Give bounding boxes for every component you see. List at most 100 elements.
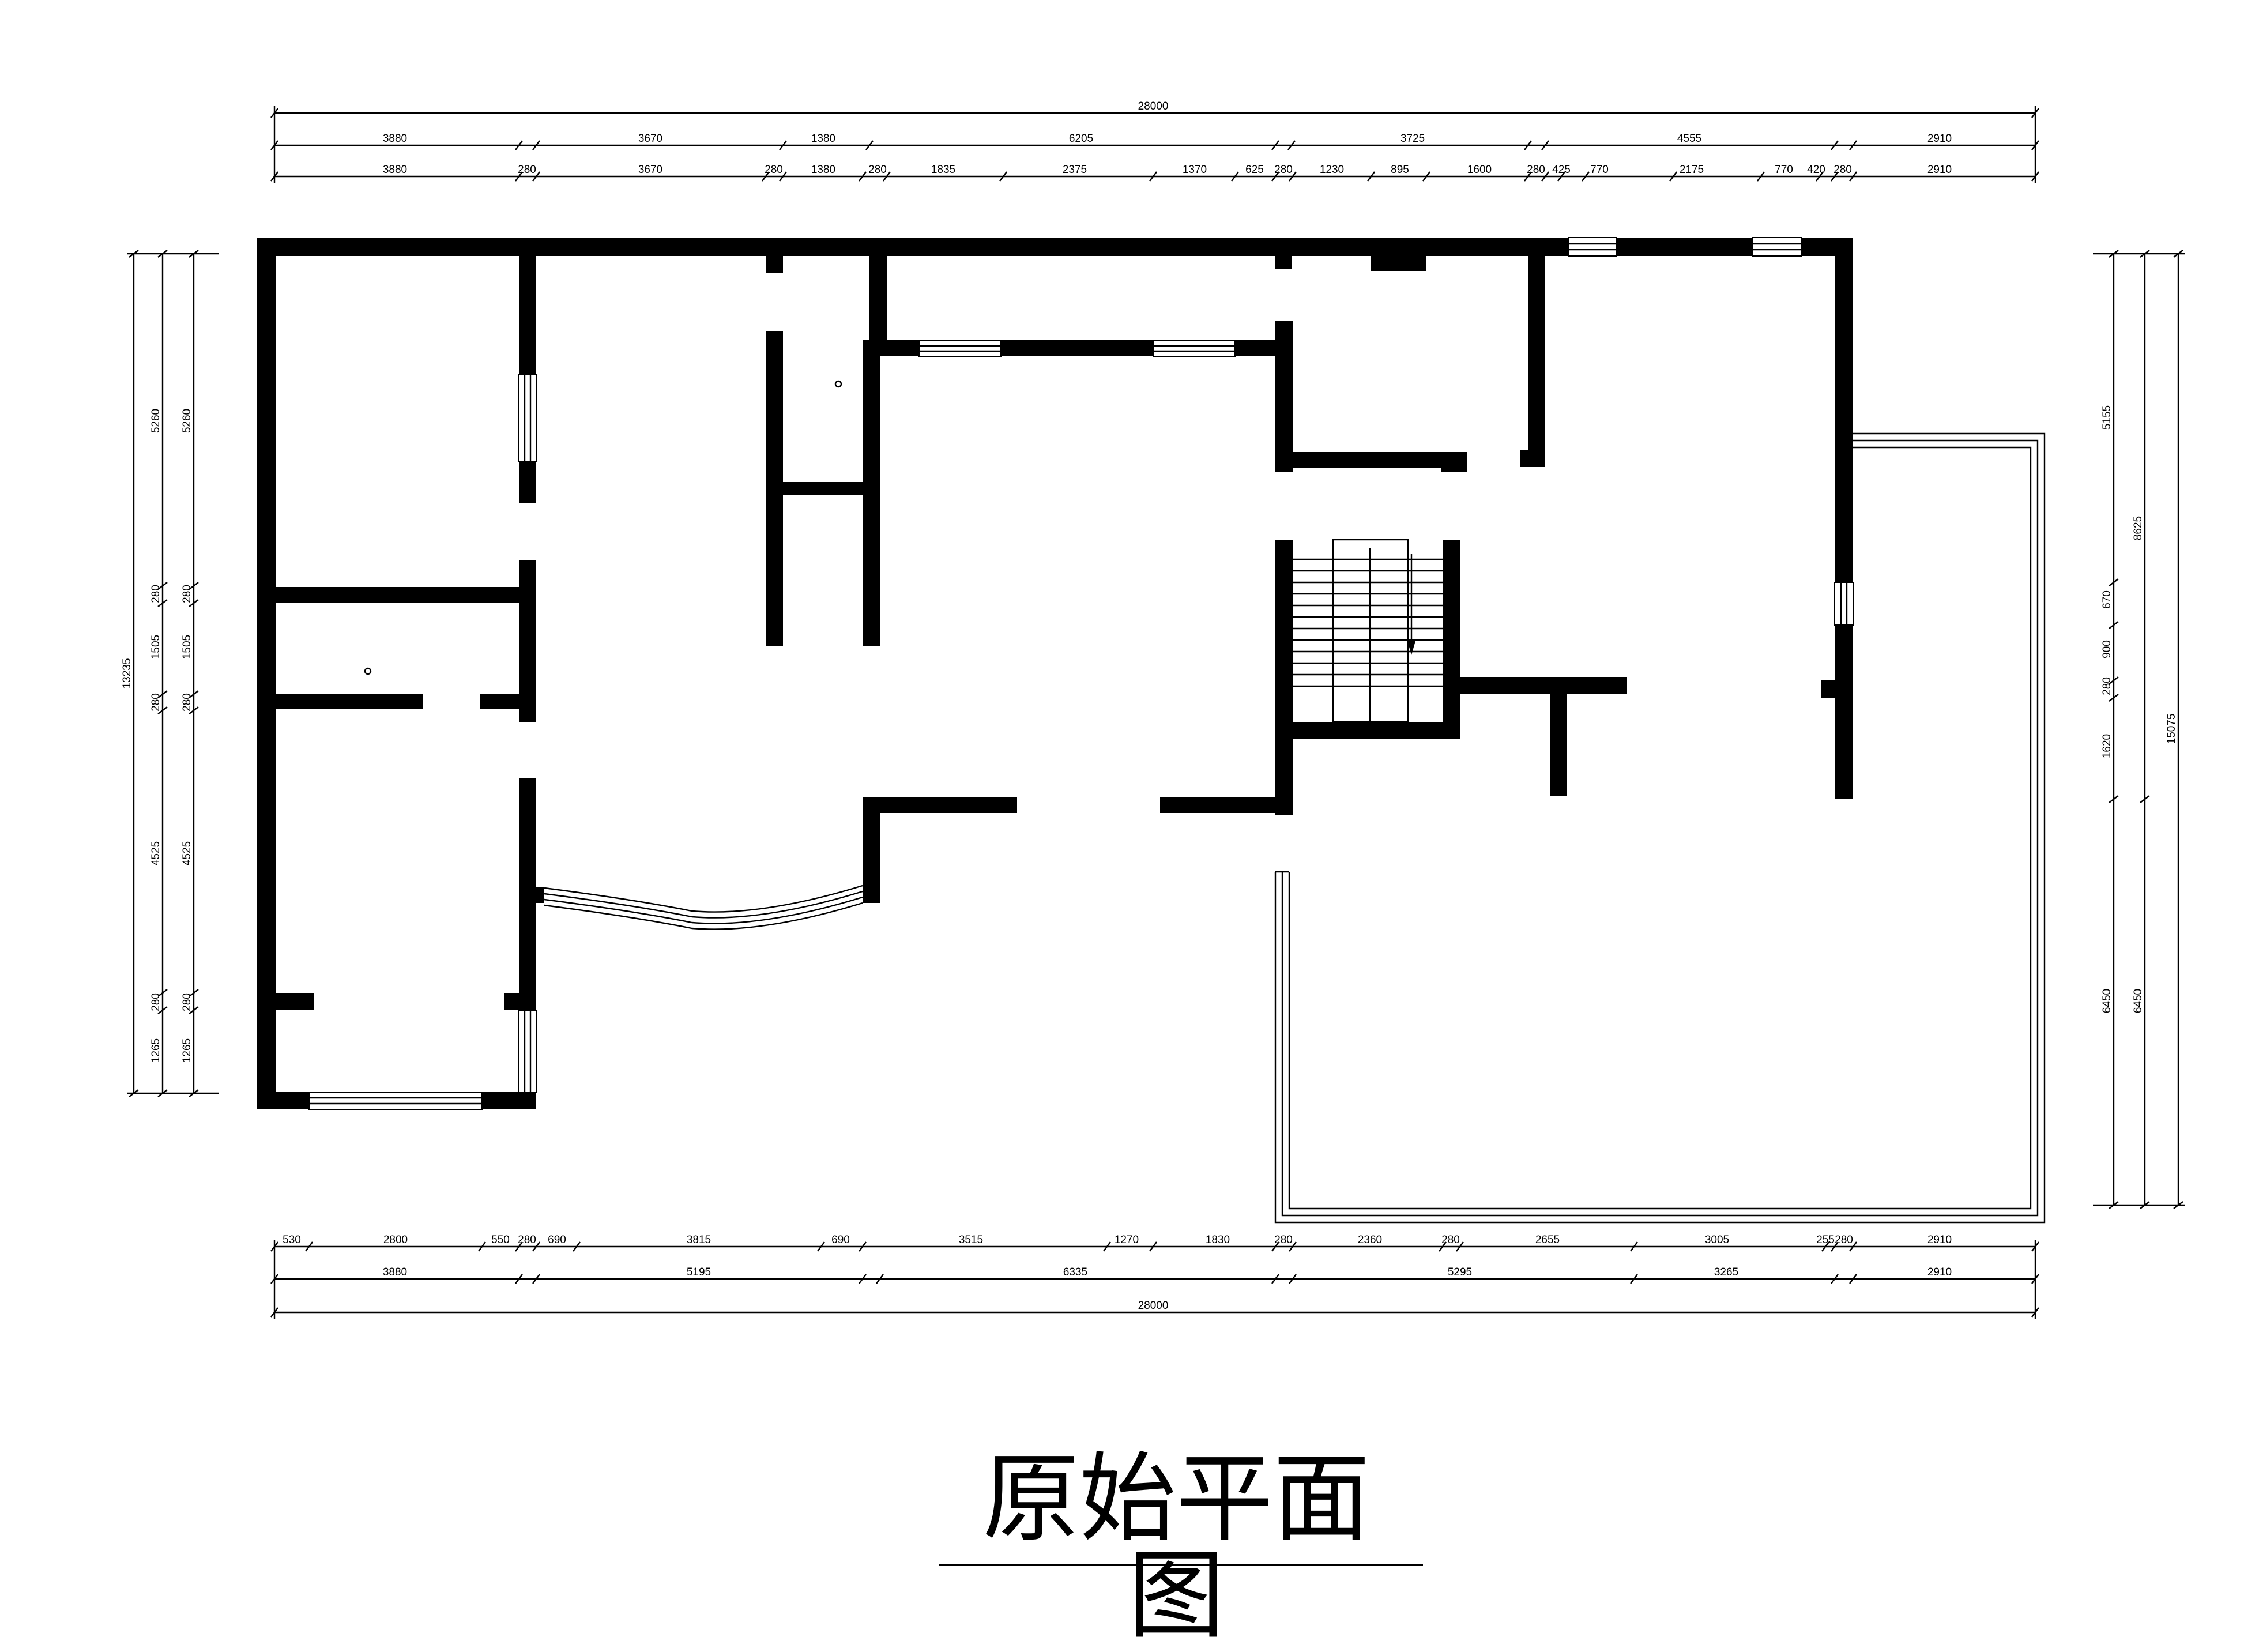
wall-living-a [863, 797, 1017, 813]
wall-stair-bottom [1292, 722, 1460, 739]
dimension-tick [999, 171, 1007, 182]
dimension-tick [1849, 1274, 1857, 1284]
dimension-tick [515, 1241, 523, 1252]
dim-right-mid: 6450 [2132, 989, 2144, 1013]
window-top-right-a [1568, 237, 1617, 257]
window-v1 [518, 374, 537, 462]
dim-left-inner: 5260 [181, 409, 193, 433]
wall-right-stub [1821, 680, 1844, 698]
dim-right-inner: 5155 [2101, 405, 2113, 430]
dim-left-mid: 280 [150, 693, 162, 712]
dimension-tick [2140, 1201, 2150, 1209]
dim-right-inner: 280 [2101, 677, 2113, 695]
dim-bottom-r1: 690 [548, 1234, 566, 1246]
dimension-tick [515, 140, 523, 150]
dim-left-inner: 280 [181, 585, 193, 603]
dimension-tick [2031, 108, 2039, 118]
dimension-tick [532, 140, 540, 150]
dimension-tick [1439, 1241, 1447, 1252]
dimension-tick [1289, 1241, 1297, 1252]
wall-bath-bottom-b [480, 694, 520, 709]
dimension-lines [127, 106, 2185, 1319]
dimension-tick [1849, 140, 1857, 150]
dim-left-mid: 1505 [150, 635, 162, 659]
dimension-tick [270, 1241, 278, 1252]
dimension-tick [270, 171, 278, 182]
dim-top-r1: 1380 [811, 133, 835, 145]
dimension-tick [1831, 171, 1839, 182]
wall-v1-low [519, 560, 536, 722]
dimension-tick [1831, 140, 1839, 150]
terrace-outline [1274, 432, 2046, 1224]
wall-v4 [1528, 256, 1545, 456]
dimension-tick [515, 171, 523, 182]
dim-top-r2: 425 [1552, 164, 1571, 176]
dim-top-r2: 3880 [383, 164, 407, 176]
wall-v1-bottom [519, 778, 536, 998]
dim-top-r2: 2375 [1063, 164, 1087, 176]
dimension-tick [859, 1274, 867, 1284]
dimension-tick [157, 250, 168, 258]
dimension-tick [1630, 1274, 1638, 1284]
dimension-tick [1456, 1241, 1464, 1252]
dimension-tick [1271, 1241, 1279, 1252]
dim-bottom-r1: 550 [491, 1234, 510, 1246]
dim-bottom-r2: 3265 [1714, 1266, 1738, 1278]
dim-bottom-r1: 280 [1441, 1234, 1460, 1246]
floor-drain-icon [834, 380, 842, 388]
dim-bottom-r1: 690 [831, 1234, 850, 1246]
dim-bottom-r2: 3880 [383, 1266, 407, 1278]
wall-stair-right [1443, 540, 1460, 739]
wall-h-kitchen [1275, 452, 1466, 468]
dimension-tick [1524, 171, 1532, 182]
dim-bottom-overall: 28000 [1138, 1300, 1169, 1312]
dimension-tick [2031, 1241, 2039, 1252]
dim-bottom-r2: 5295 [1448, 1266, 1472, 1278]
dimension-tick [1231, 171, 1239, 182]
dim-left-inner: 4525 [181, 841, 193, 865]
dim-top-r2: 2175 [1680, 164, 1704, 176]
dimension-tick [1289, 1274, 1297, 1284]
dimension-tick [189, 250, 199, 258]
dim-top-r2: 1835 [931, 164, 955, 176]
dim-bottom-r1: 1830 [1206, 1234, 1230, 1246]
dimension-tick [779, 140, 787, 150]
dimension-tick [865, 140, 874, 150]
dimension-tick [270, 140, 278, 150]
dim-left-mid: 5260 [150, 409, 162, 433]
dimension-tick [1271, 1274, 1279, 1284]
dimension-tick [2109, 250, 2119, 258]
dim-top-r2: 1600 [1467, 164, 1492, 176]
dimension-tick [573, 1241, 581, 1252]
dimension-tick [1630, 1241, 1638, 1252]
dimension-tick [270, 108, 278, 118]
dimension-tick [1582, 171, 1590, 182]
dimension-tick [1103, 1241, 1111, 1252]
dim-right-inner: 6450 [2101, 989, 2113, 1013]
dim-bottom-r1: 280 [1835, 1234, 1853, 1246]
drawing-title: 原始平面图 [982, 1442, 1370, 1652]
dimension-tick [157, 599, 168, 607]
dim-top-r2: 1380 [811, 164, 835, 176]
dim-top-r1: 2910 [1927, 133, 1952, 145]
dim-left-mid: 280 [150, 993, 162, 1011]
stair-arrow-head-icon [1407, 639, 1416, 655]
windows [308, 237, 1854, 1110]
wall-bottom-left-b [482, 1092, 536, 1109]
dim-top-r2: 770 [1775, 164, 1793, 176]
dimension-tick [2140, 250, 2150, 258]
window-left-room-side [518, 1010, 537, 1093]
dimension-tick [270, 1274, 278, 1284]
dim-left-inner: 280 [181, 993, 193, 1011]
dimension-tick [515, 1274, 523, 1284]
dimension-tick [1287, 140, 1296, 150]
dimension-tick [859, 1241, 867, 1252]
dim-left-mid: 1265 [150, 1038, 162, 1063]
dim-left-mid: 280 [150, 585, 162, 603]
wall-h-kitchen-end [1441, 452, 1467, 472]
wall-h-upper-b [1001, 340, 1153, 356]
wall-h-east [1459, 677, 1627, 694]
dim-top-overall: 28000 [1138, 100, 1169, 112]
dimension-tick [859, 171, 867, 182]
